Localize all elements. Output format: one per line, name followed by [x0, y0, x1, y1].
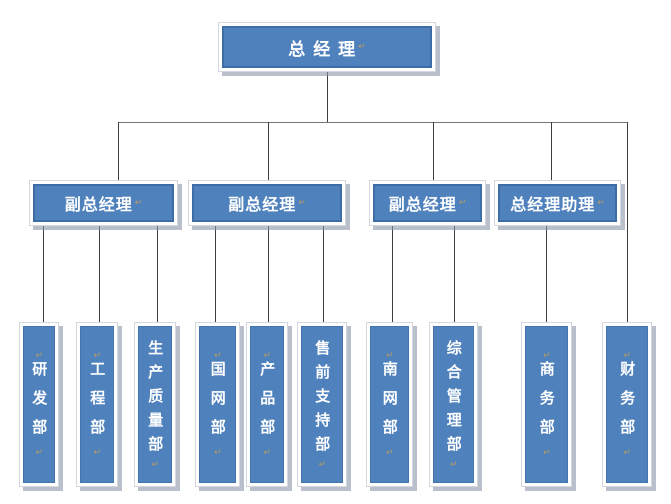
dept-box-production-quality: 生产质量部↵	[134, 322, 176, 487]
dept-label: 产品部	[258, 361, 277, 448]
connector-line	[268, 122, 269, 180]
box-label: 副总经理	[64, 195, 133, 214]
box-label: 总经理助理	[510, 195, 596, 214]
soft-return-icon: ↵	[622, 448, 633, 458]
soft-return-icon: ↵	[384, 448, 395, 458]
box-label: 副总经理	[228, 195, 297, 214]
soft-return-icon: ↵	[92, 448, 103, 458]
box-label: 总 经 理	[288, 39, 357, 60]
soft-return-icon: ↵	[34, 448, 45, 458]
dept-label: 综合管理部	[444, 339, 463, 460]
connector-line	[546, 226, 547, 322]
connector-line	[118, 122, 119, 180]
dept-box-presales-support: 售前支持部↵	[297, 322, 347, 487]
dept-box-general-admin: 综合管理部↵	[429, 322, 478, 487]
connector-line	[43, 226, 44, 322]
soft-return-icon: ↵	[622, 351, 633, 361]
soft-return-icon: ↵	[298, 198, 306, 208]
dept-box-finance: ↵财务部↵	[602, 322, 652, 487]
dept-box-product: ↵产品部↵	[246, 322, 288, 487]
dept-box-southern-grid: ↵南网部↵	[366, 322, 413, 487]
soft-return-icon: ↵	[384, 351, 395, 361]
connector-line	[392, 226, 393, 322]
connector-line	[433, 122, 434, 180]
soft-return-icon: ↵	[262, 351, 273, 361]
connector-line	[327, 72, 328, 122]
box-general-manager: 总 经 理↵	[218, 22, 436, 72]
box-gm-assistant: 总经理助理↵	[494, 180, 621, 226]
soft-return-icon: ↵	[212, 351, 223, 361]
dept-box-state-grid: ↵国网部↵	[195, 322, 240, 487]
box-deputy-gm-3: 副总经理↵	[369, 180, 486, 226]
box-label: 副总经理	[388, 195, 457, 214]
soft-return-icon: ↵	[150, 459, 161, 470]
dept-label: 商务部	[537, 361, 556, 448]
connector-line	[323, 226, 324, 322]
connector-line	[99, 226, 100, 322]
dept-label: 生产质量部	[146, 339, 165, 460]
connector-line	[215, 226, 216, 322]
connector-line	[627, 122, 628, 322]
connector-line	[551, 122, 552, 180]
dept-box-rnd: ↵研发部↵	[19, 322, 59, 487]
connector-line	[157, 226, 158, 322]
dept-label: 财务部	[618, 361, 637, 448]
soft-return-icon: ↵	[262, 448, 273, 458]
connector-line	[268, 226, 269, 322]
dept-box-engineering: ↵工程部↵	[76, 322, 118, 487]
soft-return-icon: ↵	[541, 448, 552, 458]
soft-return-icon: ↵	[358, 42, 366, 52]
connector-line	[454, 226, 455, 322]
box-deputy-gm-1: 副总经理↵	[29, 180, 178, 226]
soft-return-icon: ↵	[34, 351, 45, 361]
dept-label: 工程部	[88, 361, 107, 448]
dept-label: 南网部	[380, 361, 399, 448]
soft-return-icon: ↵	[317, 459, 328, 470]
box-deputy-gm-2: 副总经理↵	[188, 180, 346, 226]
dept-box-business: ↵商务部↵	[521, 322, 572, 487]
soft-return-icon: ↵	[212, 448, 223, 458]
dept-label: 研发部	[30, 361, 49, 448]
soft-return-icon: ↵	[134, 198, 143, 208]
soft-return-icon: ↵	[541, 351, 552, 361]
dept-label: 国网部	[208, 361, 227, 448]
soft-return-icon: ↵	[92, 351, 103, 361]
dept-label: 售前支持部	[313, 339, 332, 460]
soft-return-icon: ↵	[458, 198, 467, 208]
soft-return-icon: ↵	[597, 198, 605, 208]
soft-return-icon: ↵	[448, 459, 459, 470]
connector-line	[118, 122, 628, 123]
